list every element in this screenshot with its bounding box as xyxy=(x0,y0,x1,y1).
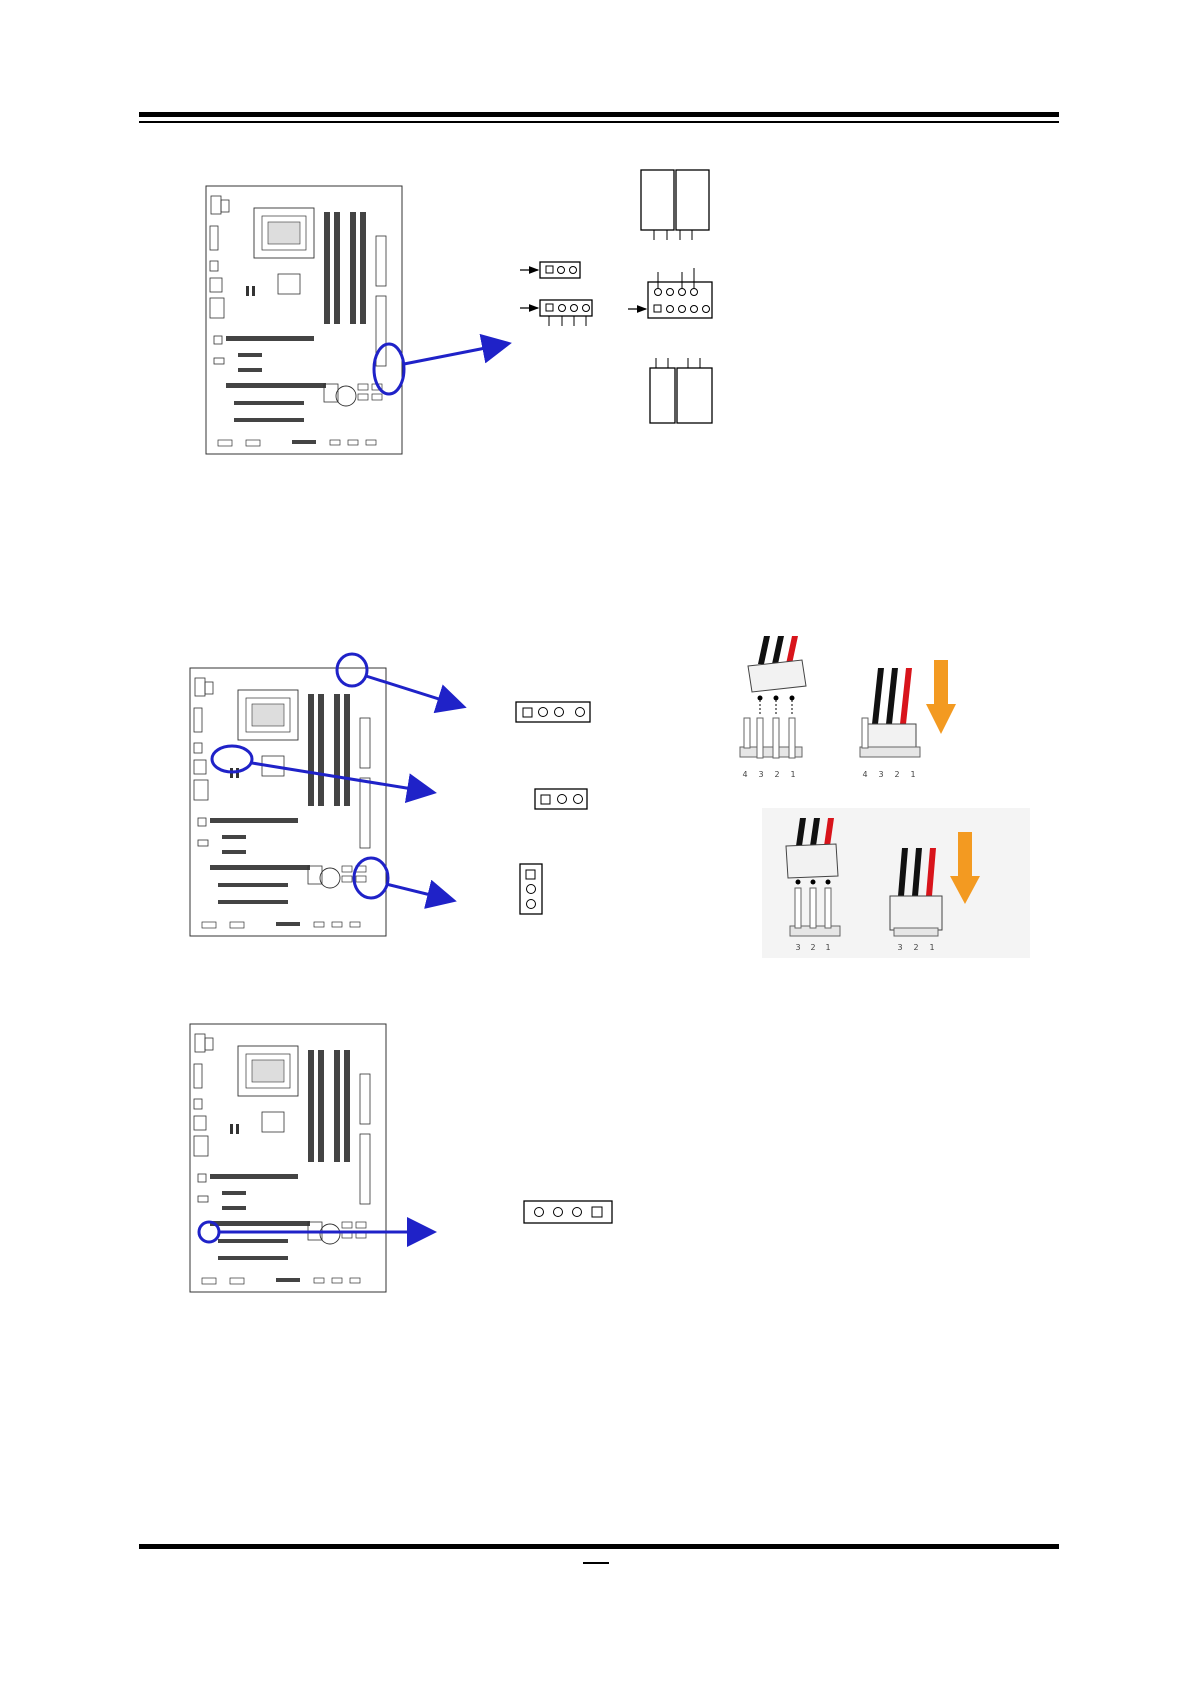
pin-header-icon-4pin xyxy=(540,300,592,326)
pin-label: 3 xyxy=(758,770,763,779)
motherboard-icon-3 xyxy=(190,1024,386,1292)
pin-header-icon-fan-4pin xyxy=(516,702,590,722)
pin-header-icon-fan-3pin-vertical xyxy=(520,864,542,914)
fan-pin-labels-4pin-b: 4 3 2 1 xyxy=(862,770,915,779)
pin-header-icon-3pin xyxy=(540,262,580,278)
connector-block-top xyxy=(641,170,709,240)
pin-label: 1 xyxy=(790,770,795,779)
pin-label: 2 xyxy=(810,943,815,952)
insert-arrow-icon-1 xyxy=(926,660,956,734)
pin-label: 4 xyxy=(862,770,867,779)
pin-label: 2 xyxy=(774,770,779,779)
pin-label: 3 xyxy=(878,770,883,779)
motherboard-icon-1 xyxy=(206,186,402,454)
pin-header-icon-fan-3pin xyxy=(535,789,587,809)
pin-label: 4 xyxy=(742,770,747,779)
fan-pin-labels-4pin-a: 4 3 2 1 xyxy=(742,770,795,779)
pin-header-icon-4pin-bottom xyxy=(524,1201,612,1223)
pin-header-icon-2x5 xyxy=(648,268,712,318)
fan-connector-icon-4pin-inserted xyxy=(860,668,920,757)
pin-label: 1 xyxy=(929,943,934,952)
motherboard-icon-2 xyxy=(190,668,386,936)
callout-arrow-icon-1 xyxy=(404,344,506,364)
pin-label: 1 xyxy=(825,943,830,952)
pin-label: 2 xyxy=(894,770,899,779)
pin-label: 1 xyxy=(910,770,915,779)
connector-block-bottom xyxy=(650,358,712,423)
pin-label: 2 xyxy=(913,943,918,952)
callout-arrow-icon-2c xyxy=(386,884,451,900)
pin-label: 3 xyxy=(897,943,902,952)
pin-label: 3 xyxy=(795,943,800,952)
fan-connector-icon-4pin-apart xyxy=(740,636,806,758)
